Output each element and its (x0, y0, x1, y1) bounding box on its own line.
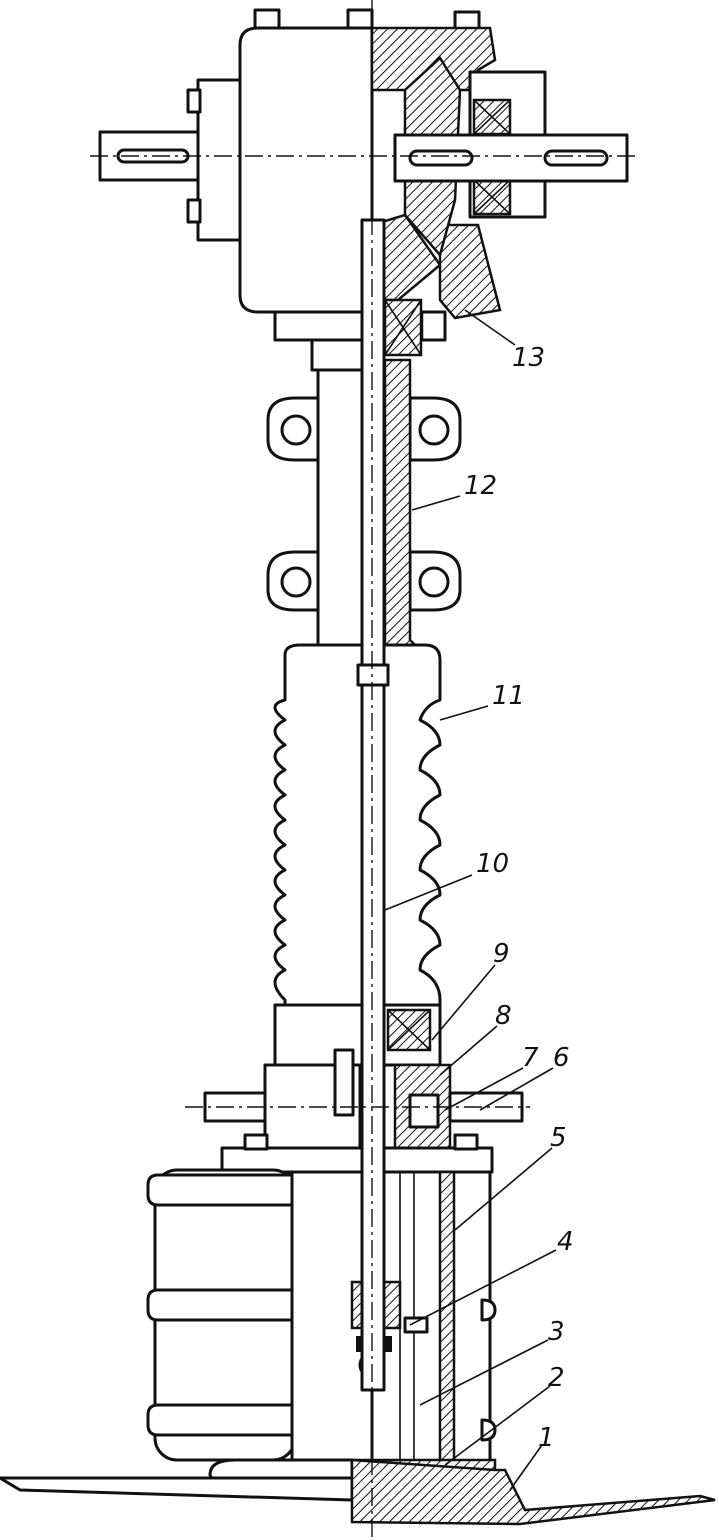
lower-bearing-block (203, 1003, 524, 1174)
callout-2: 2 (548, 1363, 565, 1393)
callout-12: 12 (464, 471, 497, 501)
callout-8: 8 (495, 1001, 512, 1031)
callout-13: 13 (512, 343, 545, 373)
callout-1: 1 (538, 1423, 555, 1453)
rotor-drum (146, 1168, 497, 1487)
gearbox-housing (98, 8, 629, 357)
callout-3: 3 (548, 1317, 565, 1347)
callout-labels: 1 2 3 4 5 6 7 8 9 10 11 12 13 (464, 343, 574, 1453)
callout-5: 5 (550, 1123, 567, 1153)
cutting-disc (0, 1458, 716, 1526)
callout-9: 9 (493, 939, 510, 969)
callout-10: 10 (476, 849, 509, 879)
callout-6: 6 (553, 1043, 570, 1073)
main-drive-shaft (90, 0, 635, 1540)
callout-leaders (384, 309, 557, 1491)
bellows-cover (273, 643, 442, 1012)
callout-7: 7 (522, 1043, 539, 1073)
callout-11: 11 (492, 681, 525, 711)
callout-4: 4 (557, 1227, 574, 1257)
